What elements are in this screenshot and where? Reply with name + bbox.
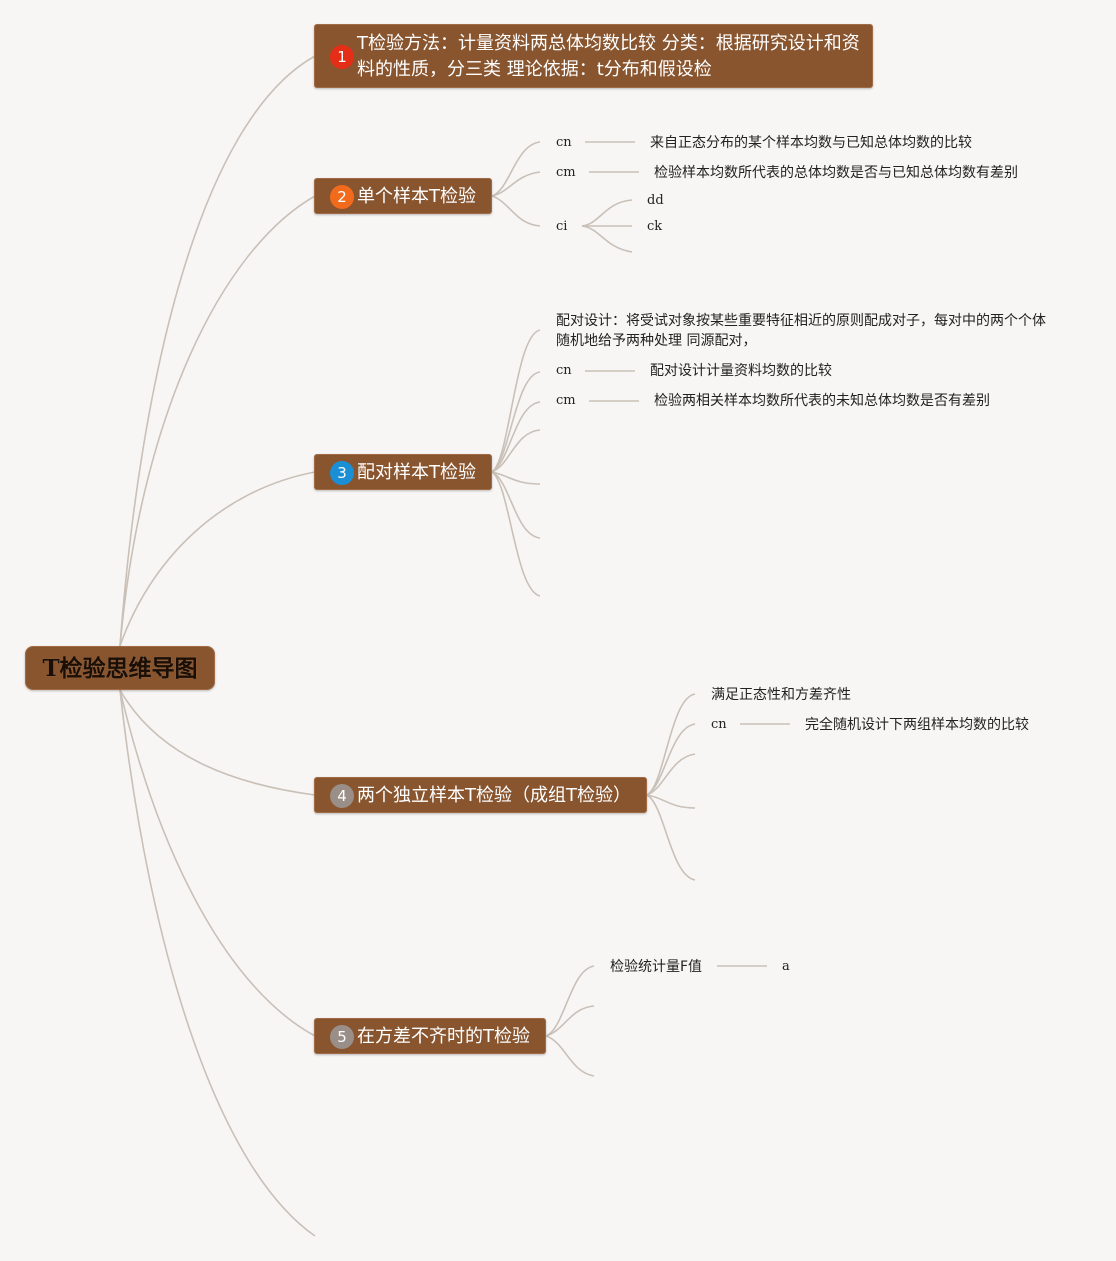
b3-cn-detail[interactable]: 配对设计计量资料均数的比较	[650, 363, 832, 379]
b4-cn-label[interactable]: cn	[711, 717, 727, 732]
branch-2-label: 单个样本T检验	[357, 186, 476, 207]
connector-b3-design	[491, 329, 541, 473]
b3-cn-label[interactable]: cn	[556, 363, 572, 378]
b3-design-text[interactable]: 配对设计：将受试对象按某些重要特征相近的原则配成对子，每对中的两个个体随机地给予…	[556, 313, 1046, 349]
connector-root-branch-3	[119, 471, 316, 647]
connector-b3-blank-3	[491, 471, 541, 539]
connector-root-branch-5	[119, 689, 316, 1037]
b2-cn-detail[interactable]: 来自正态分布的某个样本均数与已知总体均数的比较	[650, 135, 972, 151]
ci-ck-label[interactable]: ck	[647, 219, 663, 234]
branch-4-node[interactable]: 4 两个独立样本T检验（成组T检验）	[314, 777, 647, 813]
connector-b4-blank-3	[646, 794, 696, 881]
connector-b5-f	[545, 965, 595, 1037]
branch-5-node[interactable]: 5 在方差不齐时的T检验	[314, 1018, 546, 1054]
number-marker-5: 5	[330, 1025, 354, 1049]
b3-cm-detail[interactable]: 检验两相关样本均数所代表的未知总体均数是否有差别	[654, 393, 990, 409]
number-marker-4: 4	[330, 784, 354, 808]
branch-2-node[interactable]: 2 单个样本T检验	[314, 178, 492, 214]
connector-b3-blank-4	[491, 471, 541, 597]
connector-b4-blank-1	[646, 753, 696, 796]
number-marker-1: 1	[330, 45, 354, 69]
connector-b5-blank-2	[545, 1035, 595, 1077]
connector-b3-cn	[491, 371, 541, 473]
b2-cm-detail[interactable]: 检验样本均数所代表的总体均数是否与已知总体均数有差别	[654, 165, 1018, 181]
connector-root-extra	[119, 689, 316, 1237]
branch-4-label: 两个独立样本T检验（成组T检验）	[357, 785, 631, 806]
connector-b4-blank-2	[646, 794, 696, 809]
connector-b5-blank-1	[545, 1005, 595, 1037]
root-node[interactable]: T检验思维导图	[25, 646, 215, 690]
connector-b3-blank-1	[491, 429, 541, 473]
connector-b3-blank-2	[491, 471, 541, 485]
number-marker-2: 2	[330, 185, 354, 209]
connector-root-branch-2	[119, 195, 316, 647]
b2-cm-label[interactable]: cm	[556, 165, 576, 180]
b4-cn-detail[interactable]: 完全随机设计下两组样本均数的比较	[805, 717, 1029, 733]
connector-root-branch-1	[119, 55, 316, 647]
connector-b2-ci	[491, 195, 541, 227]
branch-3-node[interactable]: 3 配对样本T检验	[314, 454, 492, 490]
b2-cn-label[interactable]: cn	[556, 135, 572, 150]
connector-b4-normal	[646, 693, 696, 796]
branch-1-node[interactable]: 1 T检验方法：计量资料两总体均数比较 分类：根据研究设计和资料的性质，分三类 …	[314, 24, 873, 88]
number-marker-3: 3	[330, 461, 354, 485]
b3-cm-label[interactable]: cm	[556, 393, 576, 408]
connector-b4-cn	[646, 723, 696, 796]
branch-1-label: T检验方法：计量资料两总体均数比较 分类：根据研究设计和资料的性质，分三类 理论…	[357, 33, 860, 80]
ci-dd-label[interactable]: dd	[647, 193, 664, 208]
branch-3-label: 配对样本T检验	[357, 462, 476, 483]
connector-root-branch-4	[119, 689, 316, 796]
connector-ci-dd	[581, 199, 633, 227]
b5-f-value-label[interactable]: 检验统计量F值	[610, 959, 703, 975]
b5-f-value-detail[interactable]: a	[782, 959, 790, 974]
connector-b2-cm	[491, 171, 541, 197]
connector-ci-blank	[581, 225, 633, 253]
b4-normality-text[interactable]: 满足正态性和方差齐性	[711, 687, 851, 703]
connector-b3-cm	[491, 401, 541, 473]
branch-5-label: 在方差不齐时的T检验	[357, 1026, 530, 1047]
b2-ci-label[interactable]: ci	[556, 219, 568, 234]
connector-b2-cn	[491, 141, 541, 197]
